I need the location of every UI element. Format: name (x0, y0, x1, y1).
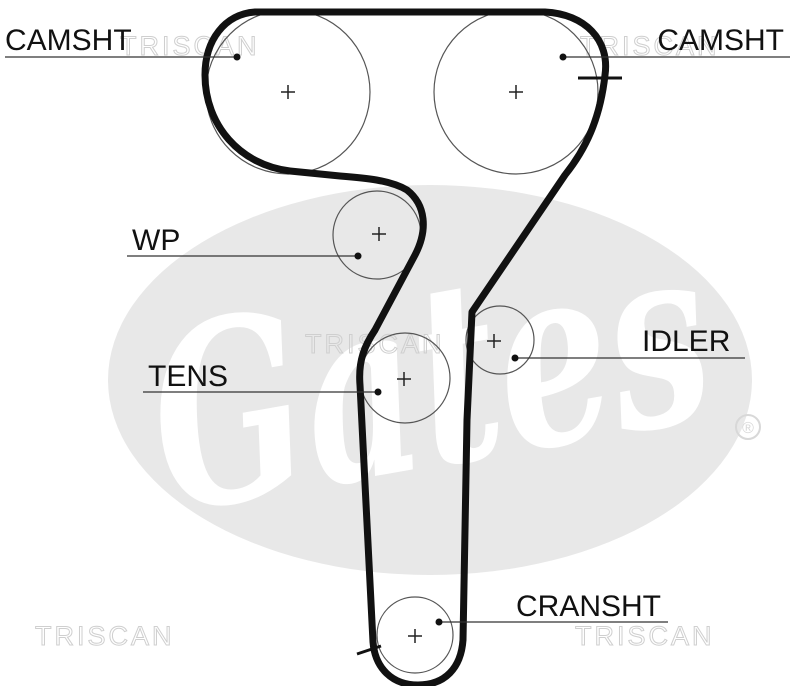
camshaft-left-dot (233, 53, 241, 61)
watermark-bottom-left: TRISCAN (35, 621, 175, 651)
idler-label: IDLER (642, 325, 730, 358)
leader-lines (5, 53, 790, 626)
tensioner-center-icon (397, 372, 411, 386)
camshaft-right-center-icon (509, 85, 523, 99)
camshaft-left-center-icon (281, 85, 295, 99)
camshaft-left-label: CAMSHT (5, 24, 132, 57)
idler-center-icon (487, 334, 501, 348)
camshaft-right-dot (559, 53, 567, 61)
logo-oval (108, 185, 752, 575)
crankshaft-label: CRANSHT (516, 590, 661, 623)
pulley-centers (281, 85, 523, 643)
watermark-bottom-right: TRISCAN (575, 621, 715, 651)
gates-logo: Gates ® (108, 184, 761, 575)
tensioner-dot (374, 388, 382, 396)
timing-belt (201, 8, 610, 686)
registered-mark: ® (742, 420, 754, 437)
water-pump-dot (354, 252, 362, 260)
camshaft-right-label: CAMSHT (657, 24, 784, 57)
crankshaft-center-icon (408, 629, 422, 643)
registered-mark-ring (735, 414, 761, 440)
idler-pulley (465, 305, 535, 375)
component-labels: CAMSHT CAMSHT WP IDLER TENS CRANSHT (5, 24, 784, 623)
idler-dot (511, 354, 519, 362)
crankshaft-timing-mark (356, 644, 382, 656)
crankshaft-pulley (376, 596, 454, 674)
tensioner-label: TENS (148, 360, 228, 393)
water-pump-label: WP (132, 224, 180, 257)
timing-marks (356, 76, 622, 656)
crankshaft-dot (435, 618, 443, 626)
water-pump-center-icon (372, 227, 386, 241)
